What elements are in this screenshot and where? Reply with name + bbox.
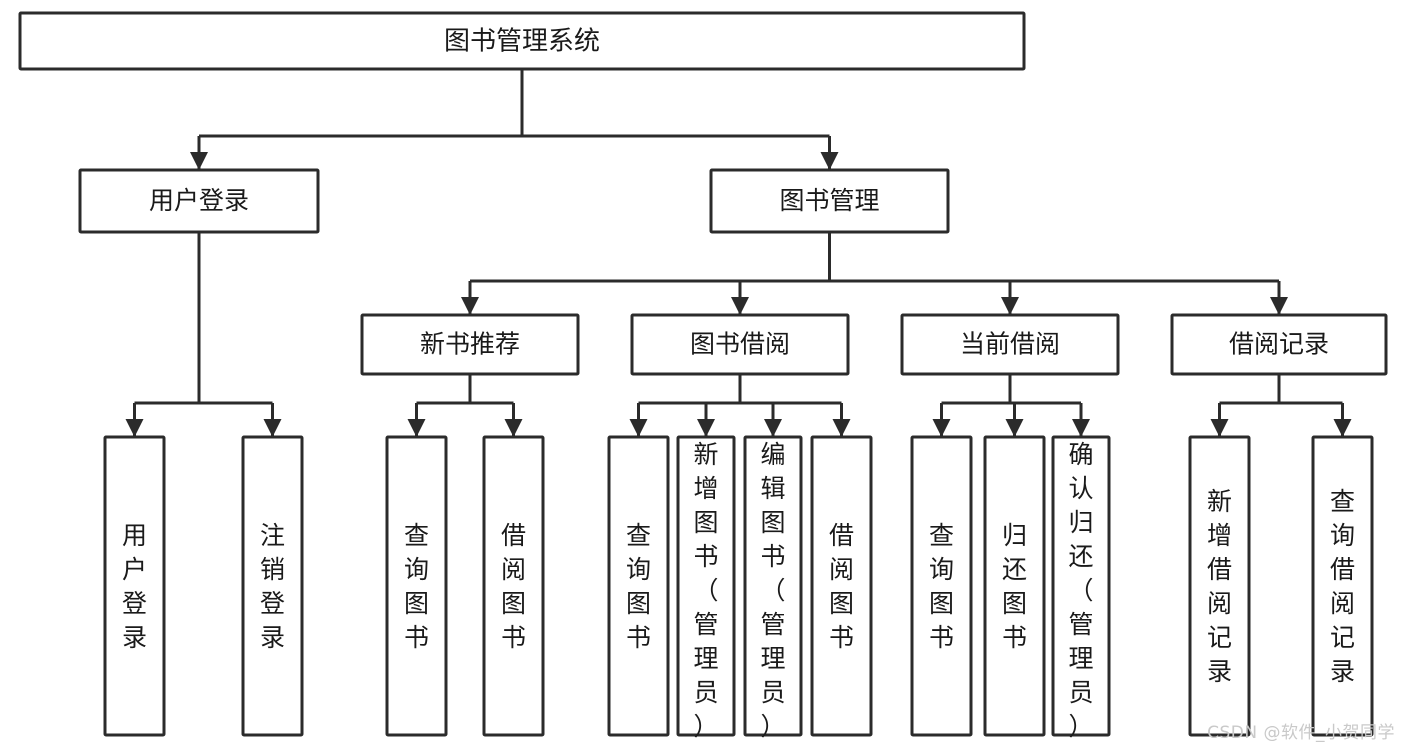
connector-layer [125,69,1352,437]
node-label-borrow-record: 借阅记录 [1229,330,1329,359]
csdn-watermark: CSDN @软件_小贺同学 [1207,723,1395,743]
arrow-head-icon [629,419,648,437]
node-box-book-manage [709,168,950,234]
node-box-leaf-rec-add [1188,435,1251,737]
node-label-book-borrow: 图书借阅 [690,330,790,359]
node-label-leaf-user-logout: 注销登录 [260,521,285,652]
node-leaf-cur-query[interactable]: 查询图书 [910,435,973,737]
node-label-root: 图书管理系统 [444,27,600,57]
node-label-leaf-rec-search: 查询借阅记录 [1330,487,1355,686]
node-label-leaf-book-add: 新增图书（管理员） [693,440,718,741]
arrow-head-icon [1333,419,1352,437]
node-current-borrow[interactable]: 当前借阅 [900,313,1120,376]
node-box-leaf-user-login [103,435,166,737]
node-box-book-borrow [630,313,850,376]
node-box-leaf-book-add [676,435,736,737]
arrow-head-icon [731,297,749,315]
node-new-book-rec[interactable]: 新书推荐 [360,313,580,376]
arrow-head-icon [697,419,715,437]
node-root[interactable]: 图书管理系统 [18,11,1026,71]
node-box-leaf-user-logout [241,435,304,737]
arrow-head-icon [504,419,523,437]
arrow-head-icon [832,419,851,437]
node-label-leaf-rec-borrow: 借阅图书 [501,521,526,652]
arrow-head-icon [1270,297,1288,315]
node-leaf-user-login[interactable]: 用户登录 [103,435,166,737]
node-label-leaf-rec-add: 新增借阅记录 [1207,487,1232,686]
node-box-borrow-record [1170,313,1388,376]
arrow-head-icon [764,419,782,437]
node-box-leaf-cur-query [910,435,973,737]
node-leaf-rec-borrow[interactable]: 借阅图书 [482,435,545,737]
node-label-leaf-cur-return: 归还图书 [1002,521,1027,652]
node-label-leaf-book-edit: 编辑图书（管理员） [760,440,785,741]
node-leaf-cur-return[interactable]: 归还图书 [983,435,1046,737]
node-label-leaf-user-login: 用户登录 [122,521,147,652]
node-leaf-borrow-query[interactable]: 查询图书 [607,435,670,737]
node-leaf-user-logout[interactable]: 注销登录 [241,435,304,737]
arrow-head-icon [461,297,479,315]
arrow-head-icon [125,419,144,437]
node-label-user-login: 用户登录 [149,186,249,215]
node-leaf-cur-confirm[interactable]: 确认归还（管理员） [1051,435,1111,741]
arrow-head-icon [1005,419,1024,437]
arrow-head-icon [1210,419,1229,437]
node-label-leaf-borrow-query: 查询图书 [626,521,651,652]
node-box-user-login [78,168,320,234]
node-box-leaf-cur-return [983,435,1046,737]
node-leaf-book-edit[interactable]: 编辑图书（管理员） [743,435,803,741]
node-leaf-rec-query[interactable]: 查询图书 [385,435,448,737]
arrow-head-icon [1001,297,1019,315]
node-box-leaf-cur-confirm [1051,435,1111,737]
node-user-login[interactable]: 用户登录 [78,168,320,234]
node-leaf-book-lend[interactable]: 借阅图书 [810,435,873,737]
node-label-new-book-rec: 新书推荐 [420,330,520,359]
node-borrow-record[interactable]: 借阅记录 [1170,313,1388,376]
arrow-head-icon [1072,419,1090,437]
node-box-current-borrow [900,313,1120,376]
node-layer: 图书管理系统用户登录图书管理新书推荐图书借阅当前借阅借阅记录用户登录注销登录查询… [18,11,1388,741]
node-label-current-borrow: 当前借阅 [960,330,1060,359]
node-box-root [18,11,1026,71]
node-box-leaf-rec-search [1311,435,1374,737]
node-box-leaf-book-lend [810,435,873,737]
node-label-leaf-book-lend: 借阅图书 [829,521,854,652]
arrow-head-icon [190,152,208,170]
arrow-head-icon [932,419,951,437]
node-box-new-book-rec [360,313,580,376]
node-box-leaf-book-edit [743,435,803,737]
node-book-borrow[interactable]: 图书借阅 [630,313,850,376]
node-box-leaf-rec-borrow [482,435,545,737]
node-label-book-manage: 图书管理 [779,186,879,215]
node-box-leaf-rec-query [385,435,448,737]
node-book-manage[interactable]: 图书管理 [709,168,950,234]
node-label-leaf-cur-query: 查询图书 [929,521,954,652]
node-leaf-book-add[interactable]: 新增图书（管理员） [676,435,736,741]
node-label-leaf-cur-confirm: 确认归还（管理员） [1068,440,1093,741]
node-label-leaf-rec-query: 查询图书 [404,521,429,652]
arrow-head-icon [407,419,426,437]
node-box-leaf-borrow-query [607,435,670,737]
node-leaf-rec-search[interactable]: 查询借阅记录 [1311,435,1374,737]
arrow-head-icon [263,419,282,437]
arrow-head-icon [820,152,839,170]
node-leaf-rec-add[interactable]: 新增借阅记录 [1188,435,1251,737]
